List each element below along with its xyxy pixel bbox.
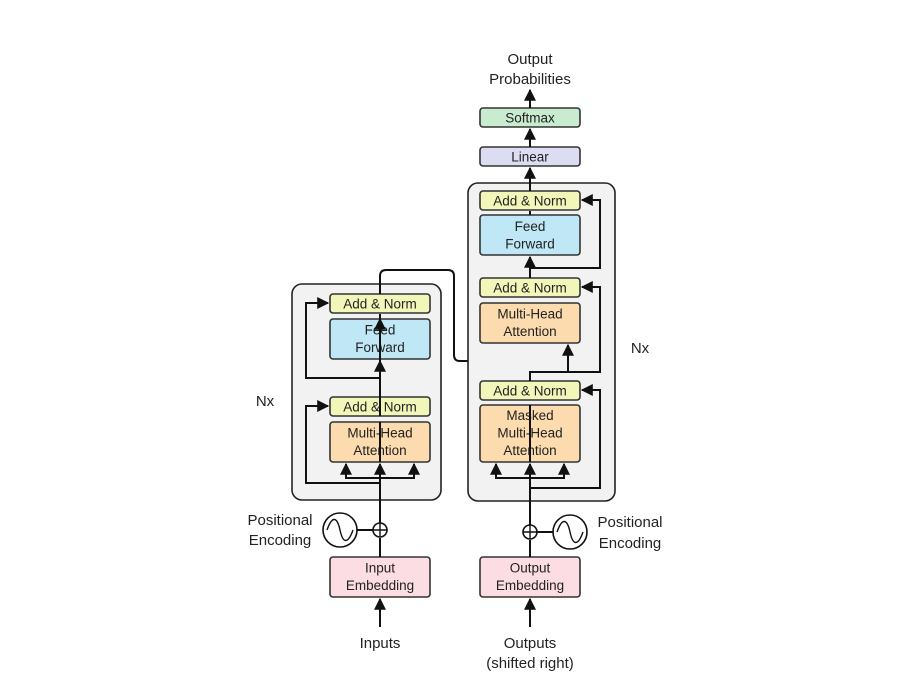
input-positional-line1: Positional: [247, 512, 312, 529]
input-wave-curve: [326, 518, 354, 542]
inputs-label: Inputs: [360, 635, 401, 652]
decoder-cross-attention-line1: Multi-Head: [497, 307, 562, 322]
output-probabilities-line2: Probabilities: [489, 71, 571, 88]
softmax-label: Softmax: [505, 111, 555, 126]
output-probabilities-line1: Output: [507, 51, 553, 68]
output-embedding-line2: Embedding: [496, 578, 564, 593]
outputs-label-line1: Outputs: [504, 635, 557, 652]
output-positional-line2: Encoding: [599, 535, 662, 552]
encoder-add-norm-top-label: Add & Norm: [343, 297, 417, 312]
input-positional-line2: Encoding: [249, 532, 312, 549]
output-wave-curve: [556, 520, 584, 544]
decoder-cross-attention: [479, 302, 581, 344]
decoder-residual-1-arrow: [530, 384, 601, 489]
encoder-attn-input-right-arrow: [380, 462, 420, 479]
linear-label: Linear: [511, 150, 549, 165]
encoder-repeat-label: Nx: [256, 393, 275, 410]
encoder-residual-2-arrow: [305, 297, 380, 379]
input-embedding-line2: Embedding: [346, 578, 414, 593]
input-embedding-line1: Input: [365, 561, 395, 576]
decoder-add-norm-mid-label: Add & Norm: [493, 281, 567, 296]
encoder-residual-1-arrow: [305, 400, 380, 484]
decoder-residual-2-arrow: [530, 281, 601, 373]
input-add-icon-cross: [373, 523, 387, 537]
outputs-label-line2: (shifted right): [486, 655, 574, 672]
decoder-add-norm-bottom-label: Add & Norm: [493, 384, 567, 399]
decoder-feed-forward-line1: Feed: [515, 219, 546, 234]
decoder-masked-input-left-arrow: [490, 462, 531, 510]
output-positional-line1: Positional: [597, 514, 662, 531]
decoder-feed-forward-line2: Forward: [505, 237, 555, 252]
decoder-add-norm-top-label: Add & Norm: [493, 194, 567, 209]
decoder-residual-3-arrow: [530, 194, 601, 269]
output-embedding-line1: Output: [510, 561, 551, 576]
decoder-cross-attention-line2: Attention: [503, 324, 556, 339]
decoder-masked-input-right-arrow: [530, 462, 570, 479]
encoder-attn-input-left-arrow: [340, 462, 381, 505]
decoder-repeat-label: Nx: [631, 340, 650, 357]
encoder-stack: [291, 283, 442, 501]
output-add-icon-cross: [523, 525, 537, 539]
